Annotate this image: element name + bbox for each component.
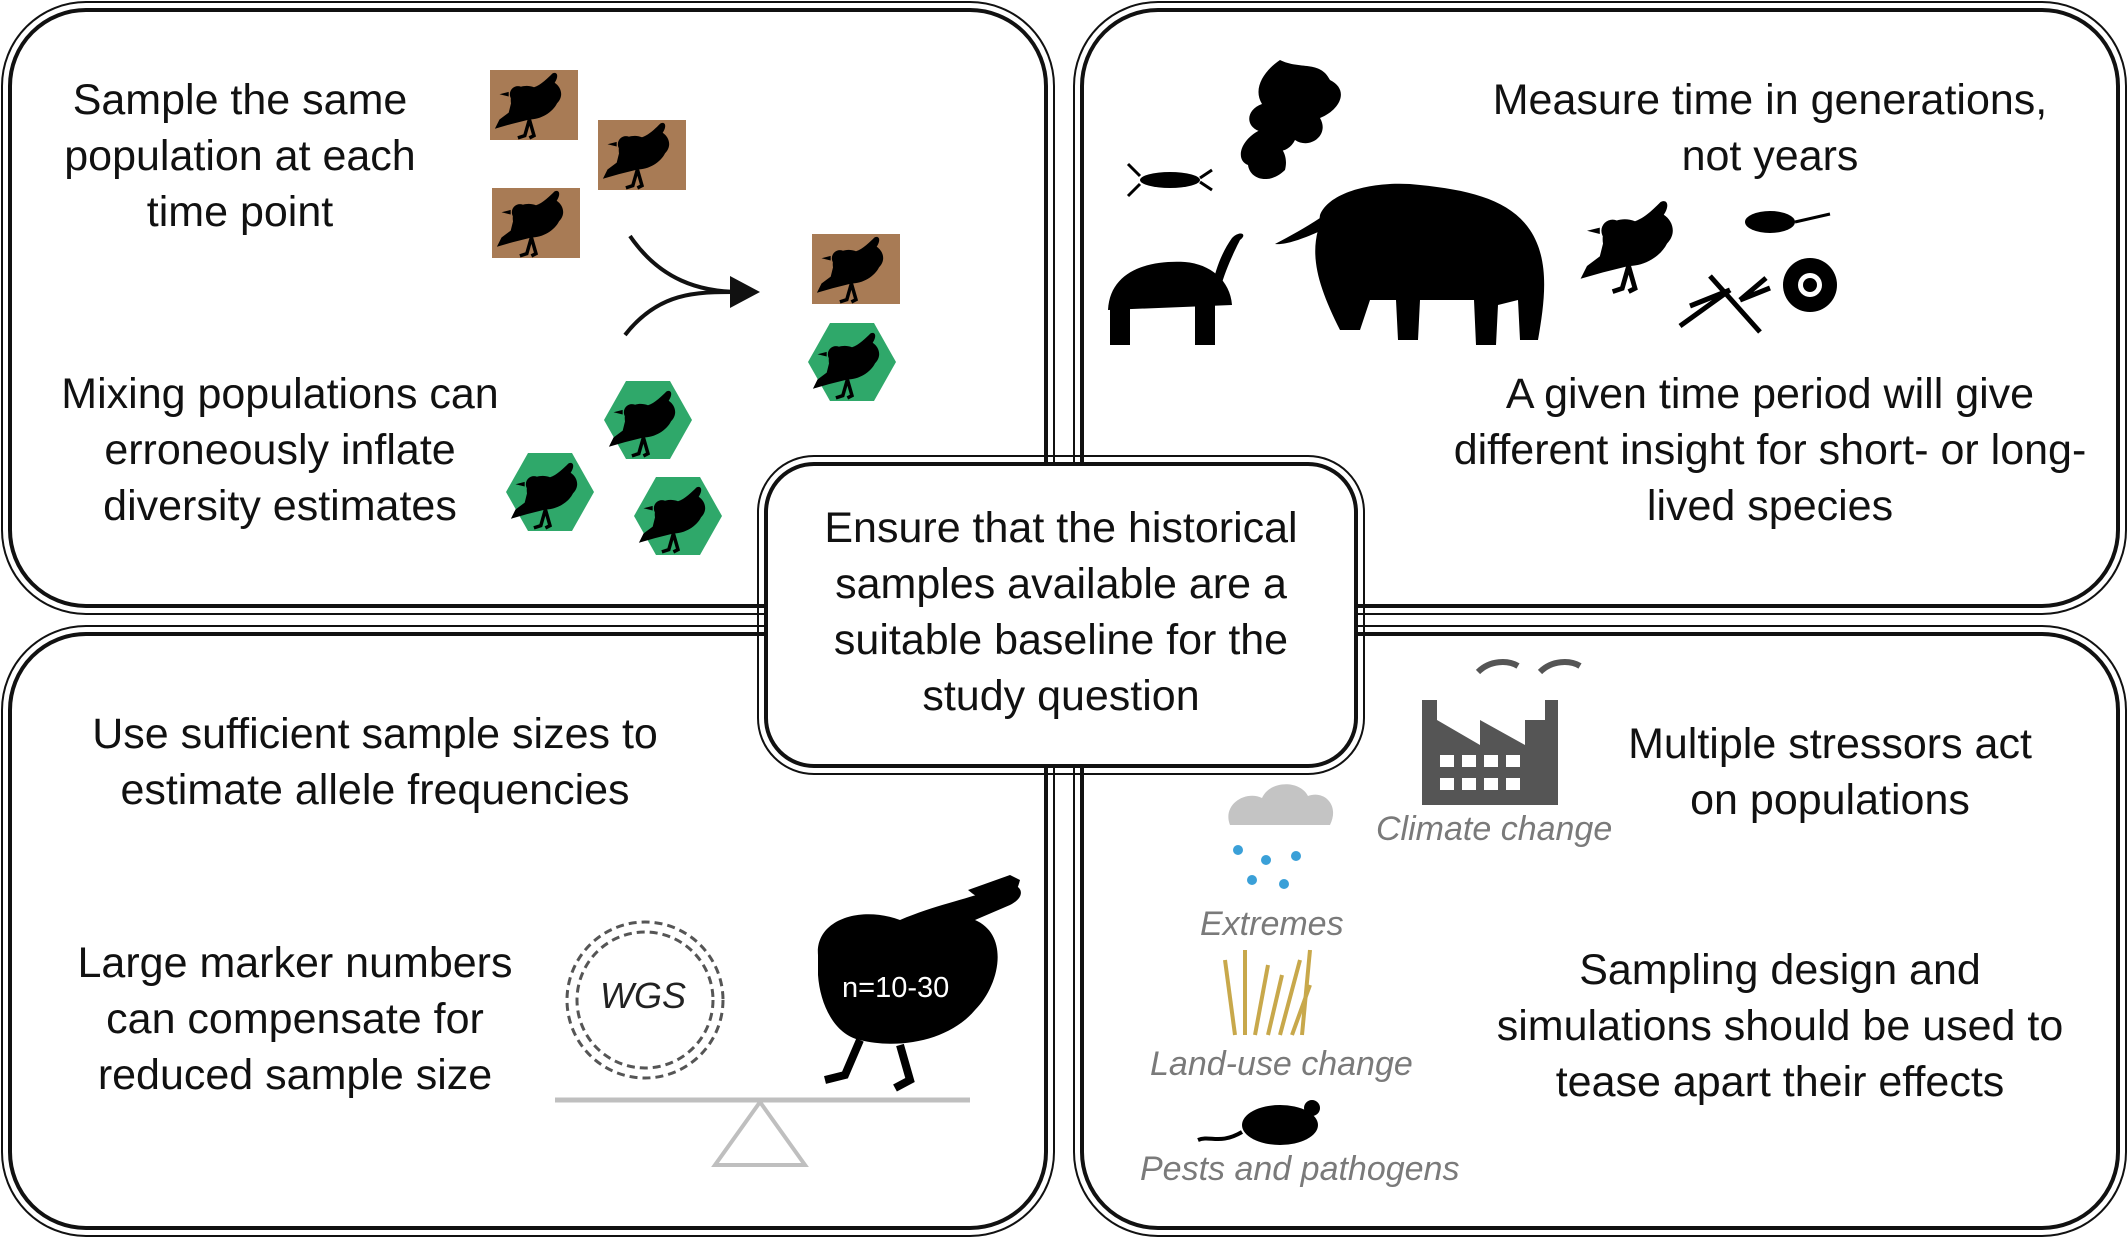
text-time-period-insight: A given time period will give different …	[1453, 370, 2087, 530]
oak-leaf-icon	[1240, 60, 1341, 180]
crayfish-icon	[1126, 162, 1213, 198]
tortoise-icon	[1108, 233, 1244, 345]
green-hexagon-icon-2	[604, 381, 692, 459]
elephant-icon	[1275, 183, 1545, 345]
text-multiple-stressors: Multiple stressors act on populations	[1628, 720, 2032, 824]
label-land-use-change: Land-use change	[1150, 1045, 1413, 1083]
text-sample-same-population: Sample the same population at each time …	[64, 76, 416, 236]
green-hexagon-icon-4	[634, 477, 722, 555]
small-bird-icon	[1581, 201, 1673, 291]
balance-scale-icon	[555, 1097, 970, 1167]
dna-ring-icon	[565, 920, 725, 1080]
flower-icon	[1783, 258, 1837, 312]
text-mixing-populations: Mixing populations can erroneously infla…	[61, 370, 499, 530]
label-extremes: Extremes	[1200, 905, 1344, 943]
center-box	[757, 455, 1365, 775]
text-large-marker-numbers: Large marker numbers can compensate for …	[77, 939, 513, 1099]
brown-square-icon-4	[812, 234, 900, 304]
label-wgs: WGS	[600, 975, 686, 1016]
label-pests-pathogens: Pests and pathogens	[1140, 1150, 1460, 1188]
label-sample-size: n=10-30	[842, 972, 950, 1004]
brown-square-icon-2	[598, 120, 686, 190]
text-center-baseline: Ensure that the historical samples avail…	[824, 504, 1298, 720]
factory-icon	[1422, 659, 1582, 805]
green-hexagon-icon-1	[808, 323, 896, 401]
label-climate-change: Climate change	[1376, 810, 1613, 848]
text-measure-time: Measure time in generations, not years	[1492, 76, 2048, 180]
rain-cloud-icon	[1228, 784, 1334, 889]
brown-square-icon-1	[490, 70, 578, 140]
brown-square-icon-3	[492, 188, 580, 258]
arrow-icon	[623, 234, 760, 337]
mole-icon	[1745, 211, 1831, 233]
grass-icon	[1223, 949, 1312, 1036]
large-bird-icon	[817, 875, 1021, 1092]
rat-icon	[1197, 1100, 1320, 1145]
dragonfly-icon	[1678, 274, 1771, 334]
text-sampling-design: Sampling design and simulations should b…	[1496, 946, 2064, 1106]
text-sufficient-sample-sizes: Use sufficient sample sizes to estimate …	[92, 710, 658, 814]
